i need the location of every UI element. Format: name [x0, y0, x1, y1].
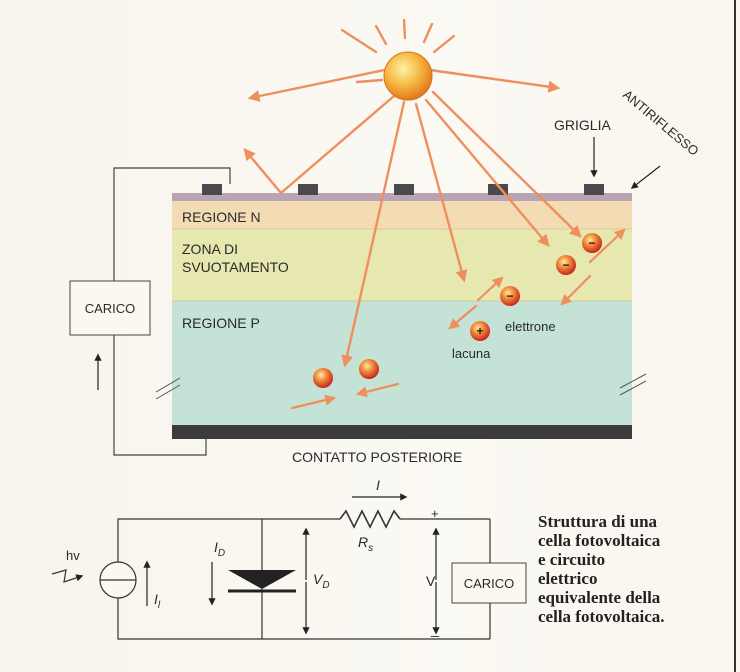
- regione-p-layer: [172, 301, 632, 425]
- regione-p-label: REGIONE P: [182, 315, 260, 331]
- electron-ball: [582, 233, 602, 253]
- carrier-ball: [359, 359, 379, 379]
- carrier-ball: [313, 368, 333, 388]
- griglia-label: GRIGLIA: [554, 117, 611, 133]
- lacuna-label: lacuna: [452, 346, 491, 361]
- top-layer: [172, 193, 632, 201]
- diode-icon: [228, 570, 296, 589]
- zona-label-line1: ZONA DI: [182, 241, 238, 257]
- caption-line: Struttura di una: [538, 512, 658, 531]
- v-label: V: [426, 573, 436, 589]
- id-label: ID: [214, 539, 225, 559]
- hole-ball: [470, 321, 490, 341]
- caption-line: cella fotovoltaica.: [538, 607, 665, 626]
- figure-caption: Struttura di una cella fotovoltaica e ci…: [538, 512, 733, 626]
- zona-svuotamento-layer: [172, 229, 632, 301]
- carico-bottom-label: CARICO: [464, 576, 515, 591]
- hv-label: hv: [66, 548, 80, 563]
- carico-top-box: [69, 280, 151, 336]
- external-circuit-wire: [113, 167, 231, 456]
- electron-ball: [500, 286, 520, 306]
- plus-label: +: [431, 506, 439, 521]
- svg-text:+: +: [476, 324, 483, 338]
- regione-n-label: REGIONE N: [182, 209, 261, 225]
- svg-text:−: −: [506, 289, 513, 303]
- carico-top-label: CARICO: [85, 301, 136, 316]
- break-marks: [155, 373, 647, 400]
- elettrone-label: elettrone: [505, 319, 556, 334]
- back-contact-layer: [172, 425, 632, 439]
- carrier-signs: + − − −: [476, 236, 595, 338]
- photon-zigzag-icon: [51, 569, 84, 583]
- svg-text:−: −: [562, 258, 569, 272]
- sun-rays: [243, 18, 582, 368]
- antiriflesso-label: ANTIRIFLESSO: [620, 87, 702, 159]
- svg-text:−: −: [588, 236, 595, 250]
- minus-label: _: [430, 621, 439, 637]
- sun-icon: [383, 51, 433, 101]
- il-label: Il: [154, 591, 161, 611]
- electron-ball: [556, 255, 576, 275]
- resistor-icon: [339, 509, 401, 529]
- carrier-arrows: [290, 228, 626, 410]
- rs-label: Rs: [358, 534, 373, 554]
- i-label: I: [376, 477, 380, 493]
- caption-line: equivalente della: [538, 588, 661, 607]
- grid-contacts: [202, 184, 604, 195]
- carico-bottom-box: [451, 562, 527, 604]
- caption-line: cella fotovoltaica: [538, 531, 661, 550]
- caption-line: elettrico: [538, 569, 598, 588]
- contatto-label: CONTATTO POSTERIORE: [292, 449, 462, 465]
- zona-label-line2: SVUOTAMENTO: [182, 259, 289, 275]
- right-border: [734, 0, 736, 672]
- caption-line: e circuito: [538, 550, 606, 569]
- regione-n-layer: [172, 201, 632, 229]
- antiriflesso-arrow: [630, 165, 661, 189]
- vd-label: VD: [313, 571, 330, 591]
- carriers: [313, 233, 602, 388]
